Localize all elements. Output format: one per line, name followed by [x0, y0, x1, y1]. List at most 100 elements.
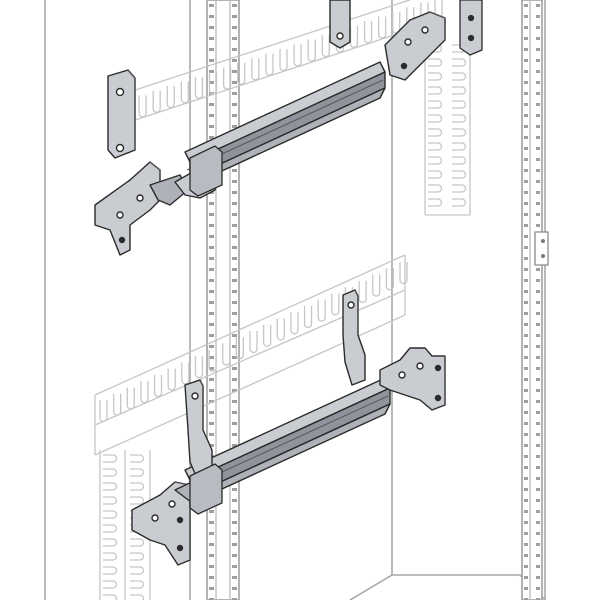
rail-perforation — [209, 125, 214, 128]
rail-perforation — [524, 345, 528, 348]
rail-perforation — [232, 400, 237, 403]
duct-finger — [290, 312, 299, 335]
duct-finger — [222, 67, 232, 90]
rail-perforation — [209, 411, 214, 414]
rail-perforation — [536, 444, 540, 447]
strap-upper-right — [329, 0, 351, 49]
rail-perforation — [536, 180, 540, 183]
duct-finger — [99, 400, 108, 423]
rail-perforation — [209, 279, 214, 282]
rail-perforation — [536, 455, 540, 458]
rail-perforation — [232, 37, 237, 40]
duct-finger — [153, 374, 163, 398]
rail-perforation — [524, 279, 528, 282]
rail-perforation — [536, 587, 540, 590]
rail-perforation — [232, 389, 237, 392]
rail-perforation — [524, 70, 528, 73]
duct-finger — [140, 381, 149, 404]
duct-finger — [331, 293, 340, 316]
duct-finger — [335, 30, 345, 53]
rail-perforation — [232, 532, 237, 535]
rail-perforation — [209, 224, 214, 227]
rail-perforation — [536, 565, 540, 568]
rail-perforation — [209, 202, 214, 205]
rail-perforation — [536, 488, 540, 491]
rail-perforation — [232, 59, 237, 62]
duct-finger — [194, 76, 204, 99]
rail-perforation — [524, 356, 528, 359]
duct-finger — [452, 114, 467, 123]
rail-perforation — [232, 554, 237, 557]
rail-perforation — [209, 444, 214, 447]
din-rail-upper — [184, 61, 386, 189]
rail-perforation — [536, 510, 540, 513]
duct-finger — [138, 95, 147, 118]
duct-finger — [103, 552, 118, 561]
rail-perforation — [232, 268, 237, 271]
rail-perforation — [524, 4, 528, 7]
duct-finger — [385, 268, 395, 291]
rail-perforation — [524, 235, 528, 238]
rail-perforation — [209, 433, 214, 436]
rail-perforation — [232, 411, 237, 414]
strap-lower-right — [342, 289, 366, 386]
duct-finger — [235, 337, 245, 360]
rail-perforation — [524, 301, 528, 304]
duct-finger — [130, 594, 145, 600]
rail-perforation — [524, 15, 528, 18]
rail-perforation — [536, 389, 540, 392]
duct-finger — [317, 299, 326, 322]
rail-perforation — [232, 169, 237, 172]
rail-perforation — [209, 235, 214, 238]
rail-perforation — [524, 103, 528, 106]
rail-perforation — [524, 92, 528, 95]
rail-perforation — [524, 323, 528, 326]
bracket-upper-rear — [459, 0, 483, 56]
rail-perforation — [232, 180, 237, 183]
rail-perforation — [524, 598, 528, 600]
rail-perforation — [209, 543, 214, 546]
rail-perforation — [536, 103, 540, 106]
rail-perforation — [209, 598, 214, 600]
rail-perforation — [209, 367, 214, 370]
rail-perforation — [536, 114, 540, 117]
duct-finger — [112, 393, 122, 416]
duct-finger — [265, 53, 274, 76]
rail-perforation — [536, 543, 540, 546]
rail-perforation — [524, 466, 528, 469]
rail-perforation — [209, 356, 214, 359]
rail-perforation — [524, 37, 528, 40]
rail-perforation — [524, 81, 528, 84]
duct-finger — [428, 156, 443, 165]
rail-perforation — [524, 510, 528, 513]
rail-perforation — [524, 334, 528, 337]
duct-finger — [208, 72, 218, 95]
rail-perforation — [536, 334, 540, 337]
duct-finger — [130, 552, 145, 561]
rail-perforation — [209, 136, 214, 139]
rail-perforation — [524, 59, 528, 62]
duct-finger — [399, 262, 408, 285]
rail-perforation — [232, 257, 237, 260]
rail-perforation — [524, 213, 528, 216]
rail-perforation — [536, 312, 540, 315]
rail-perforation — [524, 191, 528, 194]
rail-perforation — [232, 290, 237, 293]
rail-perforation — [232, 312, 237, 315]
duct-finger — [452, 142, 467, 151]
rail-perforation — [209, 400, 214, 403]
rail-perforation — [536, 202, 540, 205]
rail-perforation — [209, 114, 214, 117]
rail-perforation — [524, 312, 528, 315]
duct-finger — [428, 100, 443, 109]
rail-perforation — [524, 389, 528, 392]
rail-perforation — [232, 565, 237, 568]
rail-perforation — [209, 422, 214, 425]
rail-perforation — [232, 114, 237, 117]
rail-perforation — [232, 422, 237, 425]
rail-perforation — [209, 345, 214, 348]
rail-perforation — [536, 521, 540, 524]
rail-perforation — [524, 257, 528, 260]
duct-finger — [276, 318, 285, 341]
rail-perforation — [232, 15, 237, 18]
